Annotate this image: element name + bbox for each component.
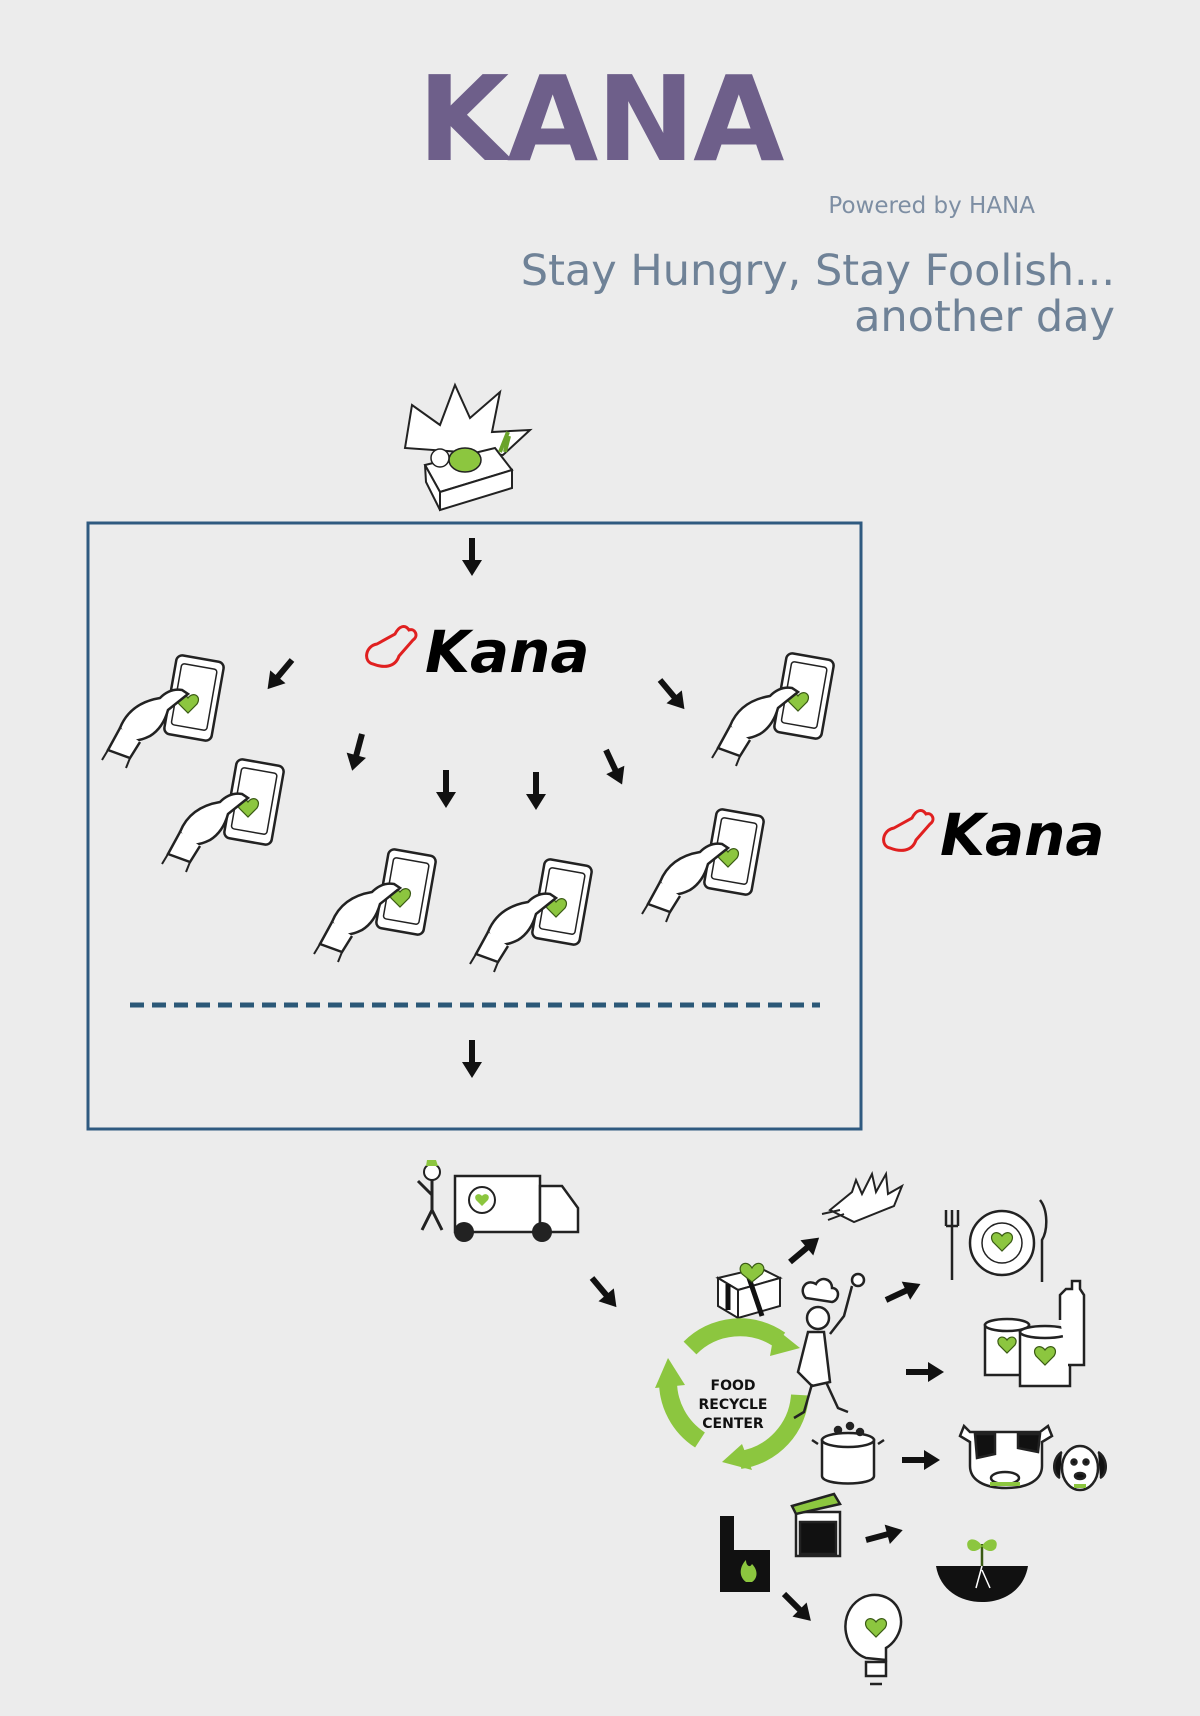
recycle-icon: FOOD RECYCLE CENTER <box>655 1318 809 1470</box>
giving-hands-icon <box>821 1170 904 1224</box>
drumstick-icon <box>882 809 935 852</box>
light-bulb-icon <box>844 1593 903 1686</box>
process-box <box>86 521 863 1131</box>
cow-icon <box>958 1423 1054 1490</box>
delivery-van-icon <box>416 1160 580 1242</box>
kana-logo: Kana <box>365 618 590 686</box>
recycle-center-line-2: RECYCLE <box>698 1397 767 1413</box>
kana-logo-side-text: Kana <box>940 801 1105 869</box>
compost-bin-icon <box>790 1492 842 1558</box>
tagline-line-2: another day <box>854 292 1115 342</box>
food-box-icon <box>403 382 533 512</box>
recycle-center-line-3: CENTER <box>702 1416 764 1432</box>
dog-icon <box>1053 1444 1107 1492</box>
tagline: Stay Hungry, Stay Foolish... another day <box>521 248 1115 340</box>
cans-icon <box>983 1279 1086 1388</box>
furnace-icon <box>720 1516 770 1592</box>
tagline-line-1: Stay Hungry, Stay Foolish... <box>520 246 1115 296</box>
soil-sprout-icon <box>936 1539 1028 1602</box>
gift-box-icon <box>715 1262 783 1320</box>
pot-icon <box>811 1421 885 1485</box>
drumstick-icon <box>365 625 418 668</box>
phone-hand-icon <box>100 651 836 974</box>
app-title: KANA <box>417 50 785 188</box>
kana-logo-text: Kana <box>425 618 590 686</box>
recycle-center-line-1: FOOD <box>711 1378 756 1394</box>
kana-logo-side: Kana <box>882 801 1105 869</box>
powered-by-label: Powered by HANA <box>828 193 1035 219</box>
chef-icon <box>793 1272 866 1420</box>
plate-icon <box>944 1199 1048 1282</box>
